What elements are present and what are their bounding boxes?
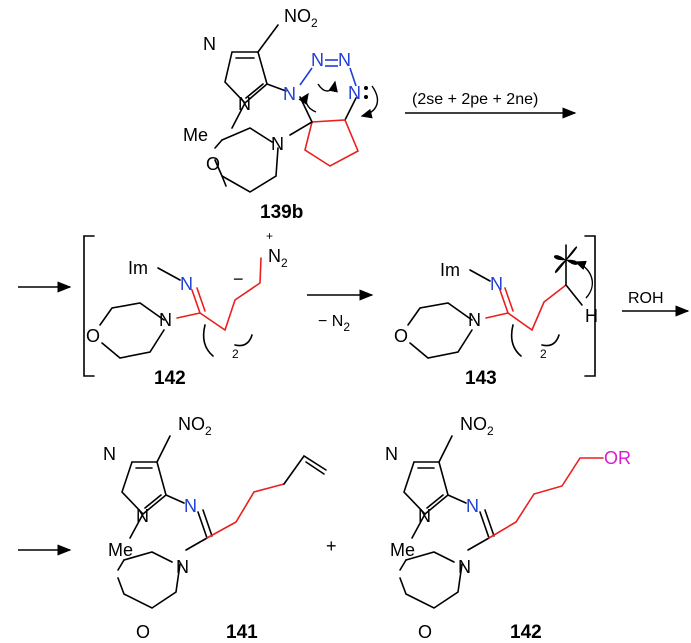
no2-label: NO2	[284, 6, 318, 30]
morpholine-n: N	[458, 557, 471, 577]
bracket-right	[584, 235, 596, 377]
triazoline-n3: N	[338, 50, 351, 70]
morpholine-n: N	[271, 134, 284, 154]
hydrogen-label: H	[585, 306, 598, 326]
compound-label-139b: 139b	[260, 202, 303, 223]
triazoline-n4: N	[348, 83, 361, 103]
im-label: Im	[440, 260, 460, 280]
imidazole-n3: N	[385, 444, 398, 464]
diazonium-label: N2	[268, 246, 288, 270]
compound-141: NO2 N N Me N N O 141	[103, 414, 327, 643]
carbanion-charge: −	[233, 269, 244, 289]
compound-139b: NO2 N N Me N N N N N O 139b	[183, 6, 379, 223]
methyl-label: Me	[183, 125, 208, 145]
imidazole-n1: N	[238, 94, 251, 114]
sum-plus: +	[326, 536, 337, 556]
compound-142-product: NO2 N N Me N N O OR 142	[385, 414, 631, 643]
ether-or-label: OR	[604, 448, 631, 468]
condition-step2: − N2	[318, 313, 350, 334]
condition-step1: (2se + 2pe + 2ne)	[412, 91, 538, 108]
imidazole-n3: N	[203, 34, 216, 54]
morpholine-o: O	[418, 622, 432, 642]
reaction-arrow-3: ROH	[622, 290, 690, 317]
imidazole-n1: N	[136, 506, 149, 526]
compound-label-142a: 142	[154, 368, 186, 389]
imine-n: N	[490, 274, 503, 294]
no2-label: NO2	[460, 414, 494, 438]
reaction-arrow-2: − N2	[307, 289, 374, 334]
morpholine-o: O	[206, 154, 220, 174]
imine-n: N	[466, 496, 479, 516]
compound-label-143: 143	[465, 368, 497, 389]
morpholine-n: N	[159, 310, 172, 330]
imidazole-n3: N	[103, 444, 116, 464]
morpholine-n: N	[176, 557, 189, 577]
bracket-left	[83, 235, 95, 377]
chain-subscript: 2	[540, 347, 547, 361]
morpholine-o: O	[394, 326, 408, 346]
no2-label: NO2	[178, 414, 212, 438]
diazonium-charge: +	[266, 229, 273, 243]
imidazole-n1: N	[418, 506, 431, 526]
compound-143: Im N N O 2 H 143	[394, 244, 598, 389]
compound-142-intermediate: Im N N O 2 − N2 + 142	[86, 229, 288, 389]
methyl-label: Me	[108, 540, 133, 560]
reaction-arrow-1: (2se + 2pe + 2ne)	[405, 91, 577, 119]
morpholine-o: O	[86, 326, 100, 346]
compound-label-142b: 142	[510, 622, 542, 643]
im-label: Im	[128, 258, 148, 278]
morpholine-n: N	[468, 310, 481, 330]
chain-subscript: 2	[232, 347, 239, 361]
compound-label-141: 141	[226, 622, 258, 643]
imine-n: N	[180, 274, 193, 294]
imine-n: N	[184, 496, 197, 516]
methyl-label: Me	[390, 540, 415, 560]
triazoline-n1: N	[283, 84, 296, 104]
triazoline-n2: N	[311, 50, 324, 70]
morpholine-o: O	[136, 622, 150, 642]
condition-step3: ROH	[628, 290, 664, 307]
